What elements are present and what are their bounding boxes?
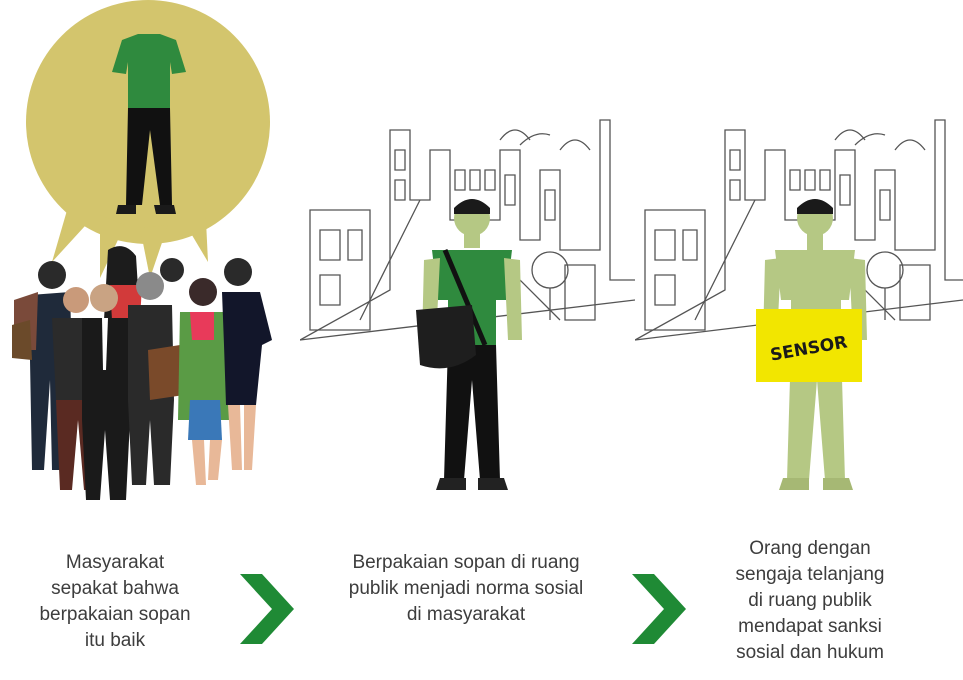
chevron-right-icon <box>632 574 686 644</box>
caption-panel-2: Berpakaian sopan di ruang publik menjadi… <box>348 552 584 625</box>
green-shirt-outfit <box>112 34 186 214</box>
panel-3-illustration: SENSOR <box>635 119 963 490</box>
panel-1-illustration <box>12 0 272 500</box>
man-with-bag <box>416 199 522 490</box>
panel-2-illustration <box>300 119 635 490</box>
caption-panel-3: Orang dengan sengaja telanjang di ruang … <box>735 538 885 663</box>
crowd <box>12 246 272 500</box>
censor-sign: SENSOR <box>756 309 862 382</box>
city-sketch <box>300 119 635 341</box>
chevron-right-icon <box>240 574 294 644</box>
caption-panel-1: Masyarakat sepakat bahwa berpakaian sopa… <box>39 552 191 651</box>
